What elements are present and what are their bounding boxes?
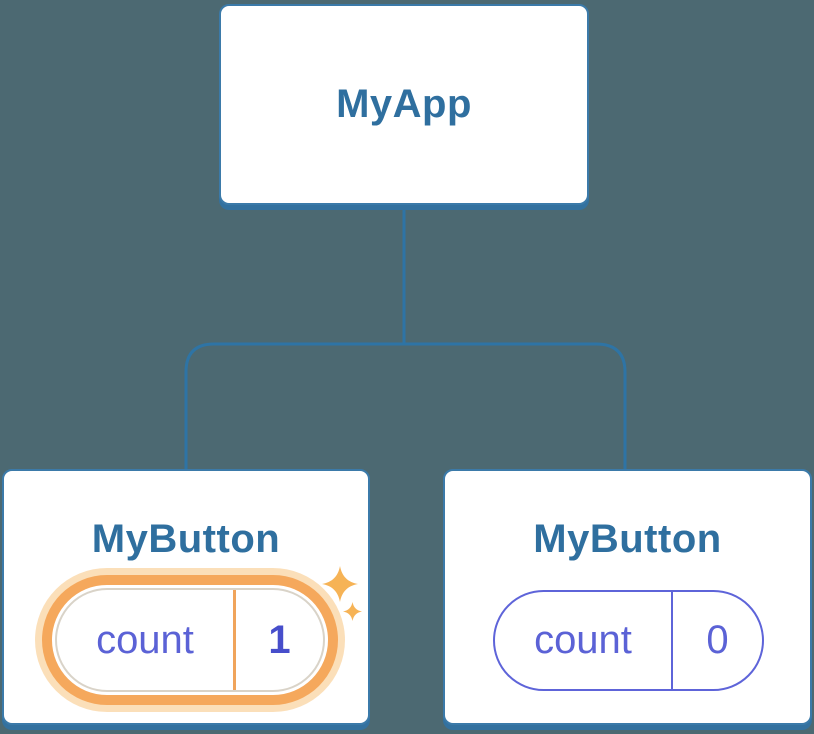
component-card-root: MyApp <box>219 4 589 205</box>
sparkle-icon <box>343 602 362 621</box>
component-title: MyApp <box>336 82 472 126</box>
sparkle-icon <box>322 566 358 602</box>
component-card-button: MyButton count 0 <box>443 469 812 725</box>
state-pill: count 0 <box>493 590 764 691</box>
component-title: MyButton <box>91 517 281 561</box>
connector-branch <box>184 342 627 469</box>
state-key-label: count <box>534 618 632 662</box>
state-value: 0 <box>671 592 762 689</box>
component-title: MyButton <box>533 517 722 561</box>
component-card-button-updated: MyButton count 1 <box>2 469 370 725</box>
state-pill-highlighted: count 1 <box>55 588 325 692</box>
state-key-label: count <box>96 617 194 662</box>
state-value: 1 <box>233 590 323 690</box>
